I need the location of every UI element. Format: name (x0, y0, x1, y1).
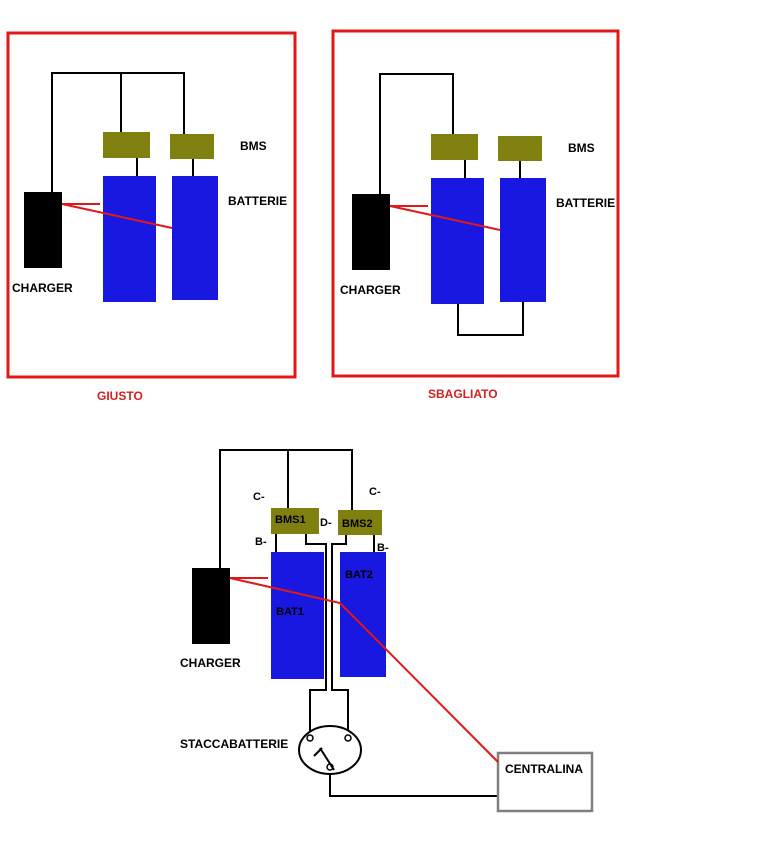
panel-correct-battery-2 (172, 176, 218, 300)
battery-switch-label: STACCABATTERIE (180, 737, 288, 751)
bottom-c-minus-right: C- (369, 486, 381, 498)
panel-correct-frame (6, 31, 297, 379)
panel-wrong-bms-2 (498, 136, 542, 161)
panel-wrong-battery-2 (500, 178, 546, 302)
bottom-bat2 (340, 552, 386, 677)
panel-correct-battery-1 (103, 176, 156, 302)
panel-correct-caption: GIUSTO (97, 389, 143, 403)
centralina-box (496, 751, 594, 813)
panel-wrong-charger (352, 194, 390, 270)
panel-wrong-charger-wire (379, 73, 454, 194)
panel-wrong-bms-label: BMS (568, 141, 595, 155)
bottom-red-wire (229, 577, 499, 763)
bottom-bms2 (338, 510, 382, 535)
panel-correct-bms-label: BMS (240, 139, 267, 153)
bottom-bms1 (271, 508, 319, 534)
panel-correct-red-wire (61, 203, 173, 229)
panel-wrong-charger-label: CHARGER (340, 283, 401, 297)
panel-correct-battery-label: BATTERIE (228, 194, 287, 208)
panel-wrong-bms-1 (431, 134, 478, 160)
bottom-c-minus-left: C- (253, 491, 265, 503)
bottom-bms2-d-wire (331, 535, 349, 736)
bottom-charger (192, 568, 230, 644)
panel-wrong-battery-label: BATTERIE (556, 196, 615, 210)
panel-correct-bms-1 (103, 132, 150, 158)
battery-switch-terminal-right (344, 734, 352, 742)
panel-wrong-battery-1 (431, 178, 484, 304)
bottom-b-minus-left: B- (255, 536, 267, 548)
bottom-bat2-label: BAT2 (345, 569, 373, 581)
panel-correct-bms-2 (170, 134, 214, 159)
panel-correct-charger-label: CHARGER (12, 281, 73, 295)
bottom-diagram: BMS1 BMS2 BAT1 BAT2 C- C- D- B- B- CHARG… (180, 449, 594, 813)
centralina-label: CENTRALINA (505, 762, 583, 776)
panel-wrong: BMS BATTERIE CHARGER SBAGLIATO (331, 29, 620, 401)
panel-correct: BMS BATTERIE CHARGER GIUSTO (6, 31, 297, 403)
bottom-charger-label: CHARGER (180, 656, 241, 670)
bottom-b-minus-right: B- (377, 542, 389, 554)
bottom-bat1 (271, 552, 324, 679)
bottom-bat1-label: BAT1 (276, 606, 304, 618)
panel-wrong-frame (331, 29, 620, 378)
bottom-d-minus: D- (320, 517, 332, 529)
bottom-bms1-d-wire (305, 534, 327, 736)
panel-wrong-caption: SBAGLIATO (428, 387, 498, 401)
battery-switch-terminal-left (306, 734, 314, 742)
bottom-switch-to-centralina (329, 770, 498, 797)
panel-wrong-series-link (457, 302, 524, 336)
battery-switch-lever-tip (313, 747, 323, 757)
panel-correct-charger-wire (51, 72, 185, 192)
panel-wrong-red-wire (389, 205, 501, 231)
panel-correct-charger (24, 192, 62, 268)
bottom-bms1-label: BMS1 (275, 514, 306, 526)
bottom-charger-wire (219, 449, 353, 568)
bottom-bms2-label: BMS2 (342, 518, 373, 530)
battery-switch-lever (319, 747, 335, 771)
